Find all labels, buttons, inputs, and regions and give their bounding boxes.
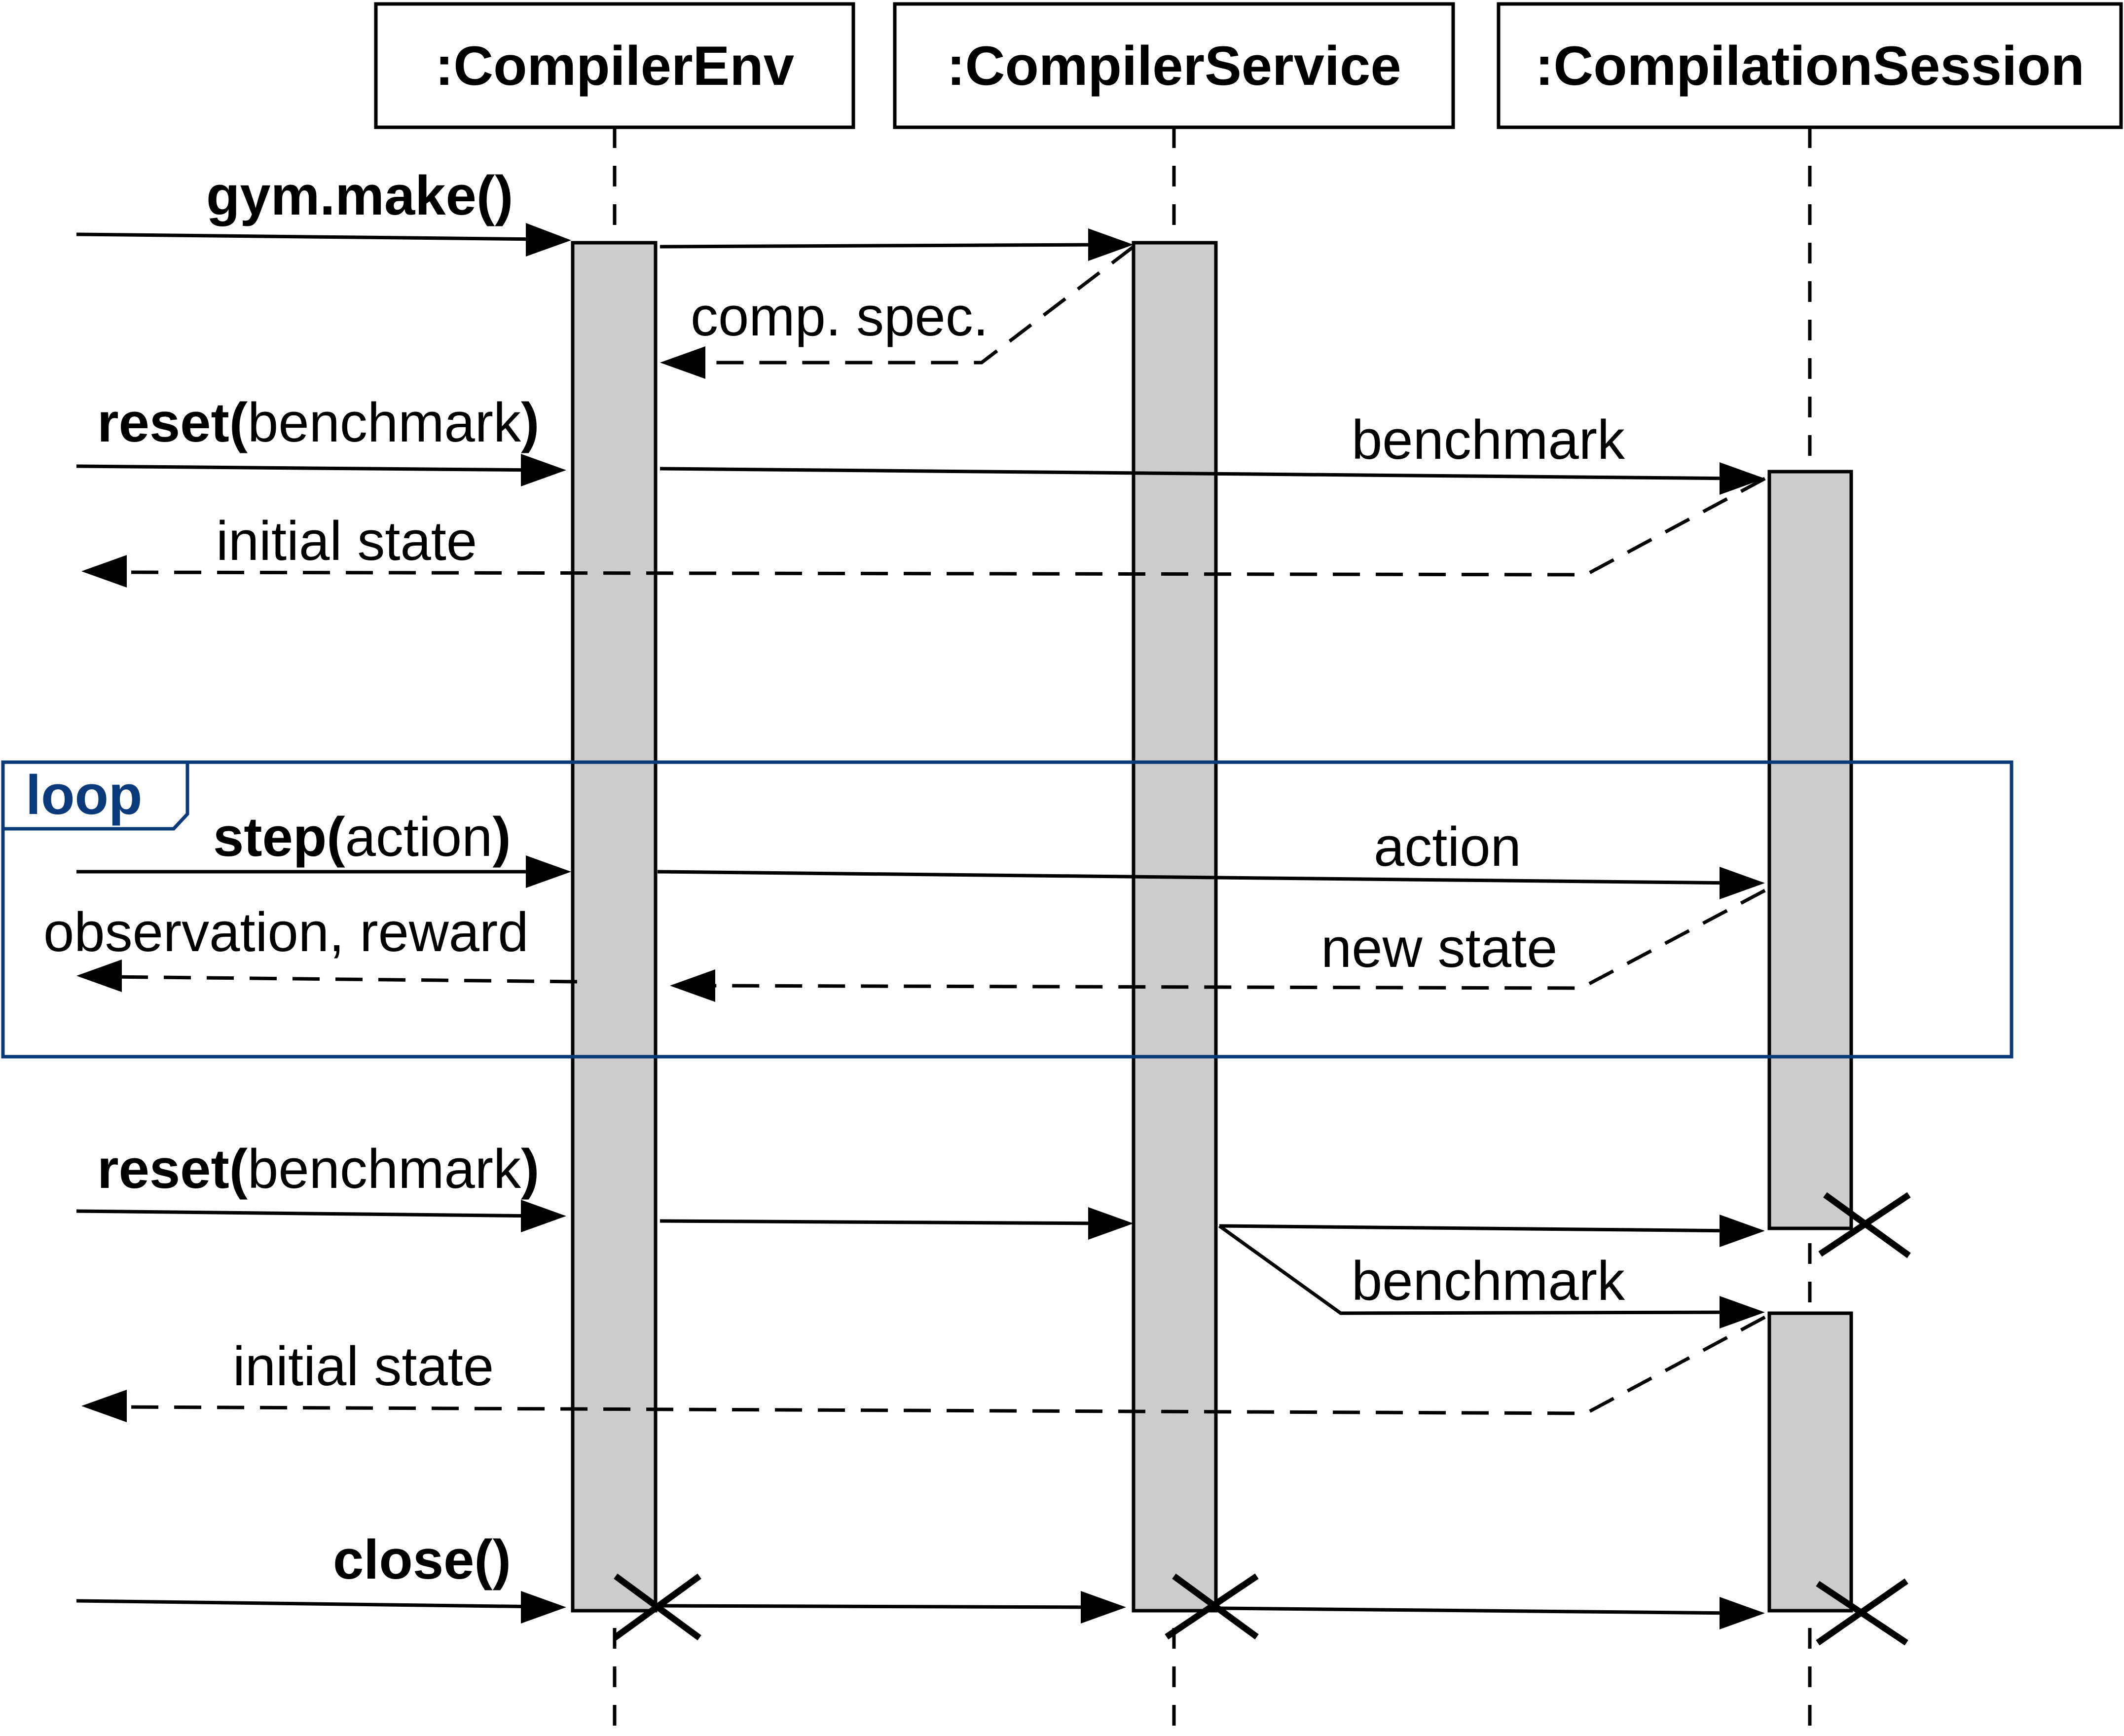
activation-compiler-env — [571, 241, 658, 1613]
message-service-to-session-close — [1219, 1597, 1765, 1629]
message-benchmark-1: benchmark — [659, 409, 1765, 495]
message-comp-spec: comp. spec. — [660, 245, 1135, 379]
message-initial-state-2: initial state — [81, 1315, 1766, 1422]
destroy-marker-compiler-service — [1165, 1573, 1259, 1640]
message-benchmark-2: benchmark — [1218, 1224, 1765, 1329]
message-env-to-service-close — [659, 1591, 1126, 1624]
participant-compiler-service: :CompilerService — [893, 2, 1455, 129]
message-label-action: action — [1374, 816, 1521, 878]
message-label-initial-state-2: initial state — [233, 1335, 494, 1397]
destroy-marker-compiler-env — [613, 1573, 701, 1641]
loop-frame — [1, 760, 2014, 1059]
activation-compilation-session-1 — [1767, 470, 1853, 1230]
message-step: step(action) — [76, 806, 571, 888]
message-new-state: new state — [670, 888, 1766, 1002]
activation-compilation-session-2 — [1767, 1311, 1853, 1613]
message-label-reset-1: reset(benchmark) — [97, 392, 539, 453]
participant-label-compiler-env: :CompilerEnv — [435, 35, 794, 97]
message-label-reset-2: reset(benchmark) — [97, 1138, 539, 1200]
participant-label-compilation-session: :CompilationSession — [1535, 35, 2085, 97]
loop-fragment: loop — [1, 760, 2014, 1059]
message-label-gym-make: gym.make() — [206, 165, 513, 226]
participant-compilation-session: :CompilationSession — [1497, 2, 2123, 129]
loop-label: loop — [26, 764, 142, 826]
message-label-benchmark-1: benchmark — [1352, 409, 1625, 471]
message-close: close() — [76, 1529, 566, 1624]
destroy-marker-session-2 — [1816, 1578, 1908, 1646]
message-initial-state-1: initial state — [81, 477, 1766, 588]
message-label-initial-state-1: initial state — [216, 510, 477, 572]
message-service-to-session-end — [1219, 1215, 1765, 1247]
participant-compiler-env: :CompilerEnv — [374, 2, 855, 129]
message-action: action — [657, 816, 1765, 899]
message-label-benchmark-2: benchmark — [1352, 1250, 1625, 1312]
message-label-comp-spec: comp. spec. — [691, 286, 989, 347]
message-reset-1: reset(benchmark) — [76, 392, 566, 486]
message-label-new-state: new state — [1321, 917, 1557, 979]
loop-label-tab — [3, 762, 189, 831]
message-label-observation-reward: observation, reward — [43, 901, 529, 963]
message-observation-reward: observation, reward — [43, 901, 578, 992]
message-gym-make: gym.make() — [76, 165, 571, 257]
message-env-to-service-create — [659, 228, 1134, 261]
participant-label-compiler-service: :CompilerService — [947, 35, 1401, 97]
activation-compiler-service — [1132, 241, 1218, 1613]
message-label-close: close() — [333, 1529, 511, 1590]
message-reset-2: reset(benchmark) — [76, 1138, 566, 1232]
message-env-to-service-reset — [659, 1207, 1134, 1240]
destroy-marker-session-1 — [1818, 1192, 1911, 1258]
message-label-step: step(action) — [213, 806, 511, 868]
